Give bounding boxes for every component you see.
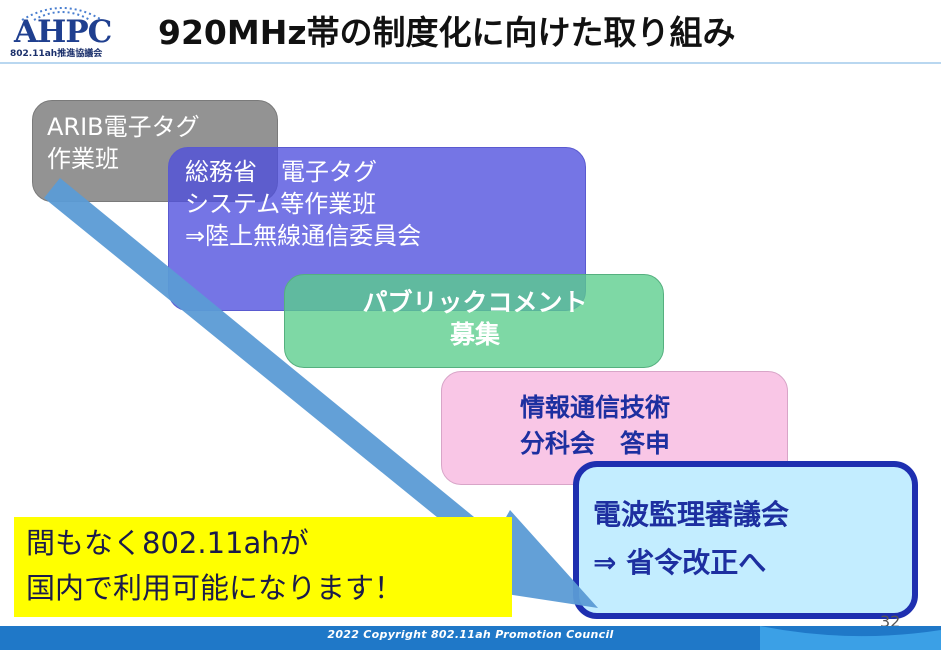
footer-band <box>0 626 941 650</box>
public-comment-line-1: パブリックコメント <box>362 288 588 317</box>
arib-box-text: ARIB電子タグ 作業班 <box>47 111 200 175</box>
callout-text: 間もなく802.11ahが 国内で利用可能になります！ <box>26 521 403 611</box>
radio-council-line-1: 電波監理審議会 <box>593 498 790 531</box>
radio-council-box: 電波監理審議会 ⇒ 省令改正へ <box>573 461 918 619</box>
availability-callout: 間もなく802.11ahが 国内で利用可能になります！ <box>14 517 512 617</box>
progress-arrow-shape <box>44 178 598 608</box>
slide-header: AHPC 802.11ah推進協議会 920MHz帯の制度化に向けた取り組み <box>0 0 941 62</box>
public-comment-line-2: 募集 <box>449 320 500 349</box>
header-divider <box>0 62 941 64</box>
logo-text: AHPC <box>14 14 112 50</box>
ict-council-text: 情報通信技術 分科会 答申 <box>520 390 670 462</box>
mic-line-3: ⇒陸上無線通信委員会 <box>185 222 422 250</box>
public-comment-box: パブリックコメント 募集 <box>284 274 664 368</box>
mic-line-1: 総務省 電子タグ <box>185 158 377 186</box>
ict-council-line-1: 情報通信技術 <box>520 393 671 422</box>
arib-line-1: ARIB電子タグ <box>47 113 200 141</box>
signal-waves-icon <box>21 7 103 21</box>
copyright-footer: 2022 Copyright 802.11ah Promotion Counci… <box>327 628 614 641</box>
mic-line-2: システム等作業班 <box>185 190 377 218</box>
ahpc-logo: AHPC 802.11ah推進協議会 <box>4 2 124 60</box>
page-title: 920MHz帯の制度化に向けた取り組み <box>158 13 736 52</box>
radio-council-line-2: ⇒ 省令改正へ <box>593 546 767 579</box>
radio-council-text: 電波監理審議会 ⇒ 省令改正へ <box>593 491 789 587</box>
callout-line-1: 間もなく802.11ahが <box>26 526 309 560</box>
arib-line-2: 作業班 <box>47 145 119 173</box>
public-comment-text: パブリックコメント 募集 <box>285 287 665 351</box>
logo-subtitle: 802.11ah推進協議会 <box>10 49 103 59</box>
mic-box-text: 総務省 電子タグ システム等作業班 ⇒陸上無線通信委員会 <box>185 156 421 252</box>
ict-council-line-2: 分科会 答申 <box>520 429 671 458</box>
callout-line-2: 国内で利用可能になります！ <box>26 571 404 605</box>
